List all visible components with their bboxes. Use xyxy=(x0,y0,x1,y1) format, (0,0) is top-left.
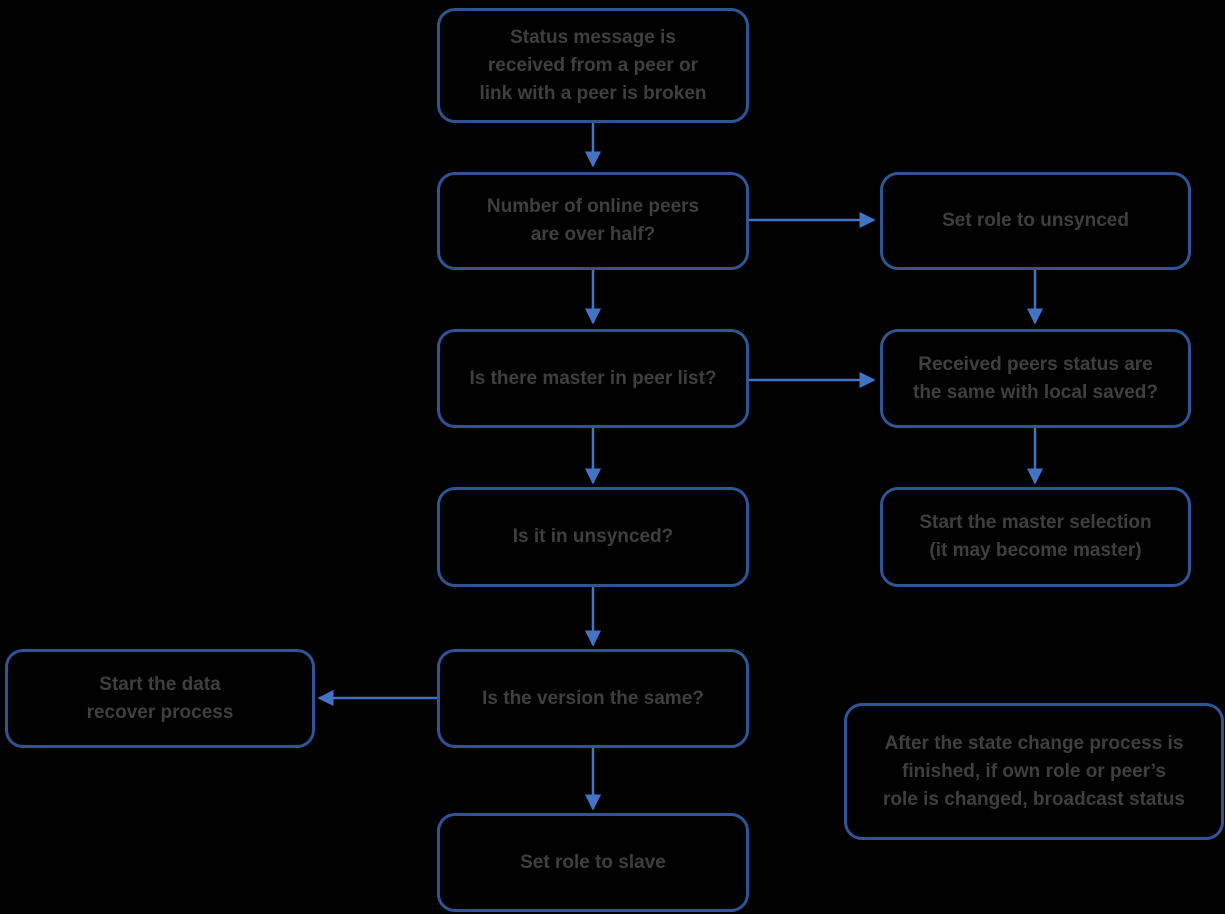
node-is-in-unsynced: Is it in unsynced? xyxy=(437,487,749,587)
node-peers-over-half: Number of online peers are over half? xyxy=(437,172,749,270)
node-received-status-same: Received peers status are the same with … xyxy=(880,329,1191,428)
node-set-role-slave: Set role to slave xyxy=(437,813,749,912)
note-broadcast-status: After the state change process is finish… xyxy=(844,703,1224,840)
node-is-version-same: Is the version the same? xyxy=(437,649,749,748)
node-master-in-peer-list: Is there master in peer list? xyxy=(437,329,749,428)
node-start-data-recover: Start the data recover process xyxy=(5,649,315,748)
node-start-master-selection: Start the master selection (it may becom… xyxy=(880,487,1191,587)
node-status-message: Status message is received from a peer o… xyxy=(437,8,749,123)
node-set-role-unsynced: Set role to unsynced xyxy=(880,172,1191,270)
